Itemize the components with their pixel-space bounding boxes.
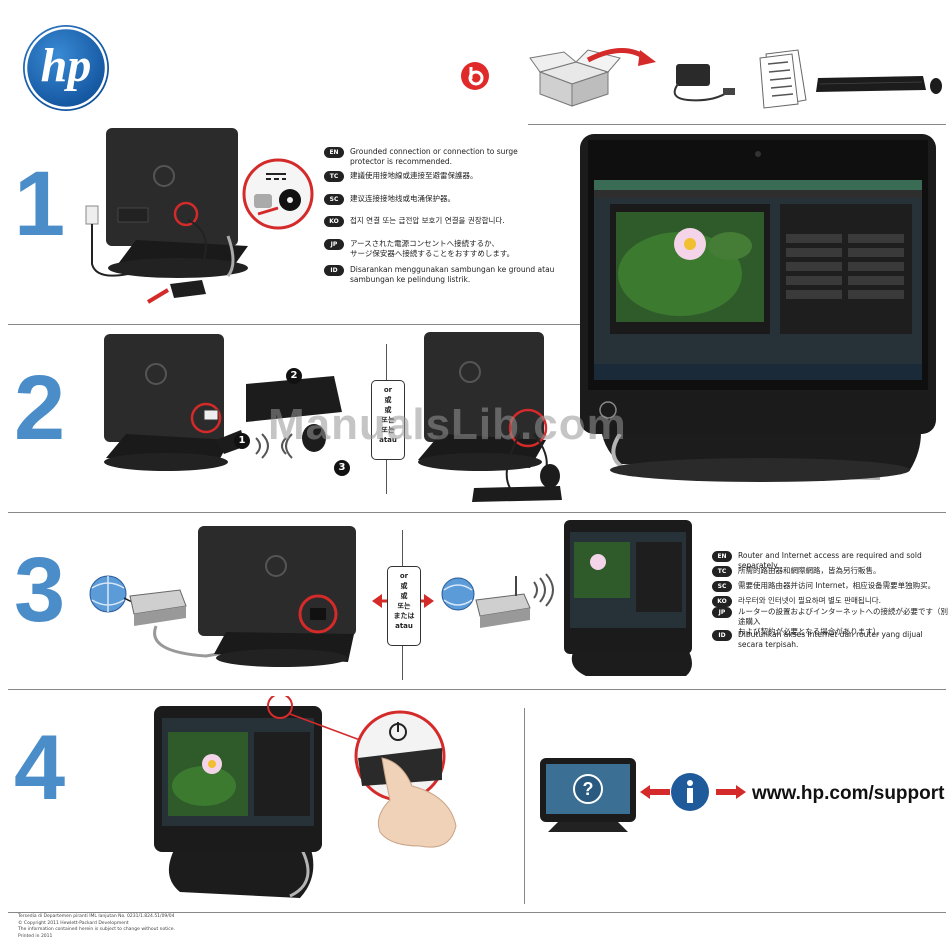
step1-lang-id: ID Disarankan menggunakan sambungan ke g…: [324, 265, 554, 285]
divider-top-right: [528, 124, 946, 125]
divider-step-1-2: [8, 324, 580, 325]
step-number-3: 3: [14, 539, 66, 641]
support-url-link[interactable]: www.hp.com/support: [752, 783, 945, 804]
lang-text: 需要使用路由器并访问 Internet，相应设备需要单独购买。: [738, 581, 936, 590]
lang-text: 접지 연결 또는 급전압 보호기 연결을 권장합니다.: [350, 216, 505, 225]
divider-step-4-vertical: [524, 708, 525, 904]
lang-badge: KO: [712, 596, 732, 607]
step3-lang-sc: SC 需要使用路由器并访问 Internet，相应设备需要单独购买。: [712, 581, 935, 592]
divider-footer: [8, 912, 946, 913]
step1-lang-ko: KO 접지 연결 또는 급전압 보호기 연결을 권장합니다.: [324, 216, 505, 227]
step2-marker-2: 2: [286, 368, 302, 384]
step2-illustration-wired: [410, 330, 580, 506]
step3-illustration-wireless: [436, 516, 696, 686]
step2-marker-3: 3: [334, 460, 350, 476]
step-number-4: 4: [14, 717, 66, 819]
lang-text: Disarankan menggunakan sambungan ke grou…: [350, 265, 555, 284]
lang-text: 라우터와 인터넷이 필요하며 별도 판매됩니다.: [738, 596, 882, 605]
lang-text: Dibutuhkan akses Internet dan router yan…: [738, 630, 923, 649]
lang-badge: SC: [324, 194, 344, 205]
step3-illustration-wired: [86, 522, 370, 682]
step4-illustration: [150, 693, 466, 904]
step3-lang-ko: KO 라우터와 인터넷이 필요하며 별도 판매됩니다.: [712, 596, 881, 607]
footer-legal-text: Tersedia di Departemen piranti IML lanju…: [18, 914, 175, 939]
step1-illustration: [78, 124, 318, 314]
step3-lang-tc: TC 所需的路由器和網際網路，皆為另行販售。: [712, 566, 881, 577]
step-number-2: 2: [14, 357, 66, 459]
divider-step-3-4: [8, 689, 946, 690]
lang-text: Router and Internet access are required …: [738, 551, 922, 570]
lang-badge: TC: [712, 566, 732, 577]
step3-lang-id: ID Dibutuhkan akses Internet dan router …: [712, 630, 950, 650]
lang-badge: JP: [324, 239, 344, 250]
support-arrow-icon: [716, 784, 746, 799]
beats-logo-icon: [460, 61, 490, 91]
step2-marker-1: 1: [234, 433, 250, 449]
hp-logo-text: hp: [40, 39, 92, 92]
lang-text: 建议连接接地线或电涌保护器。: [350, 194, 455, 203]
hp-logo: hp: [22, 24, 110, 112]
step1-lang-en: EN Grounded connection or connection to …: [324, 147, 518, 167]
step3-or-box: or 或 或 또는 または atau: [387, 566, 421, 646]
lang-text: Grounded connection or connection to sur…: [350, 147, 518, 166]
info-icon: [670, 772, 710, 812]
watermark-text: ManualsLib.com: [268, 400, 627, 449]
step1-lang-tc: TC 建議使用接地線或連接至避雷保護器。: [324, 171, 478, 182]
lang-badge: ID: [324, 265, 344, 276]
lang-badge: EN: [712, 551, 732, 562]
lang-badge: SC: [712, 581, 732, 592]
lang-text: 建議使用接地線或連接至避雷保護器。: [350, 171, 478, 180]
lang-badge: ID: [712, 630, 732, 641]
lang-badge: TC: [324, 171, 344, 182]
step1-lang-jp: JP アースされた電源コンセントへ接続するか、 サージ保安器へ接続することをおす…: [324, 239, 514, 259]
svg-text:?: ?: [583, 779, 594, 799]
step1-lang-sc: SC 建议连接接地线或电涌保护器。: [324, 194, 455, 205]
lang-text: ルーターの設置およびインターネットへの接続が必要です（別途購入 および契約が必要…: [738, 607, 948, 636]
lang-badge: EN: [324, 147, 344, 158]
step2-or-box: or 或 或 또는 또는 atau: [371, 380, 405, 460]
support-double-arrow-icon: [640, 784, 670, 799]
support-monitor-help-icon: ?: [538, 756, 638, 834]
lang-text: アースされた電源コンセントへ接続するか、 サージ保安器へ接続することをおすすめし…: [350, 239, 515, 258]
lang-badge: JP: [712, 607, 732, 618]
step3-lang-en: EN Router and Internet access are requir…: [712, 551, 950, 571]
lang-badge: KO: [324, 216, 344, 227]
box-contents: [528, 44, 948, 114]
step3-lang-jp: JP ルーターの設置およびインターネットへの接続が必要です（別途購入 および契約…: [712, 607, 950, 637]
step-number-1: 1: [14, 153, 66, 255]
divider-step-2-3: [8, 512, 946, 513]
lang-text: 所需的路由器和網際網路，皆為另行販售。: [738, 566, 881, 575]
monitor-front-large: [580, 134, 936, 488]
step2-illustration-wireless: [96, 330, 356, 490]
